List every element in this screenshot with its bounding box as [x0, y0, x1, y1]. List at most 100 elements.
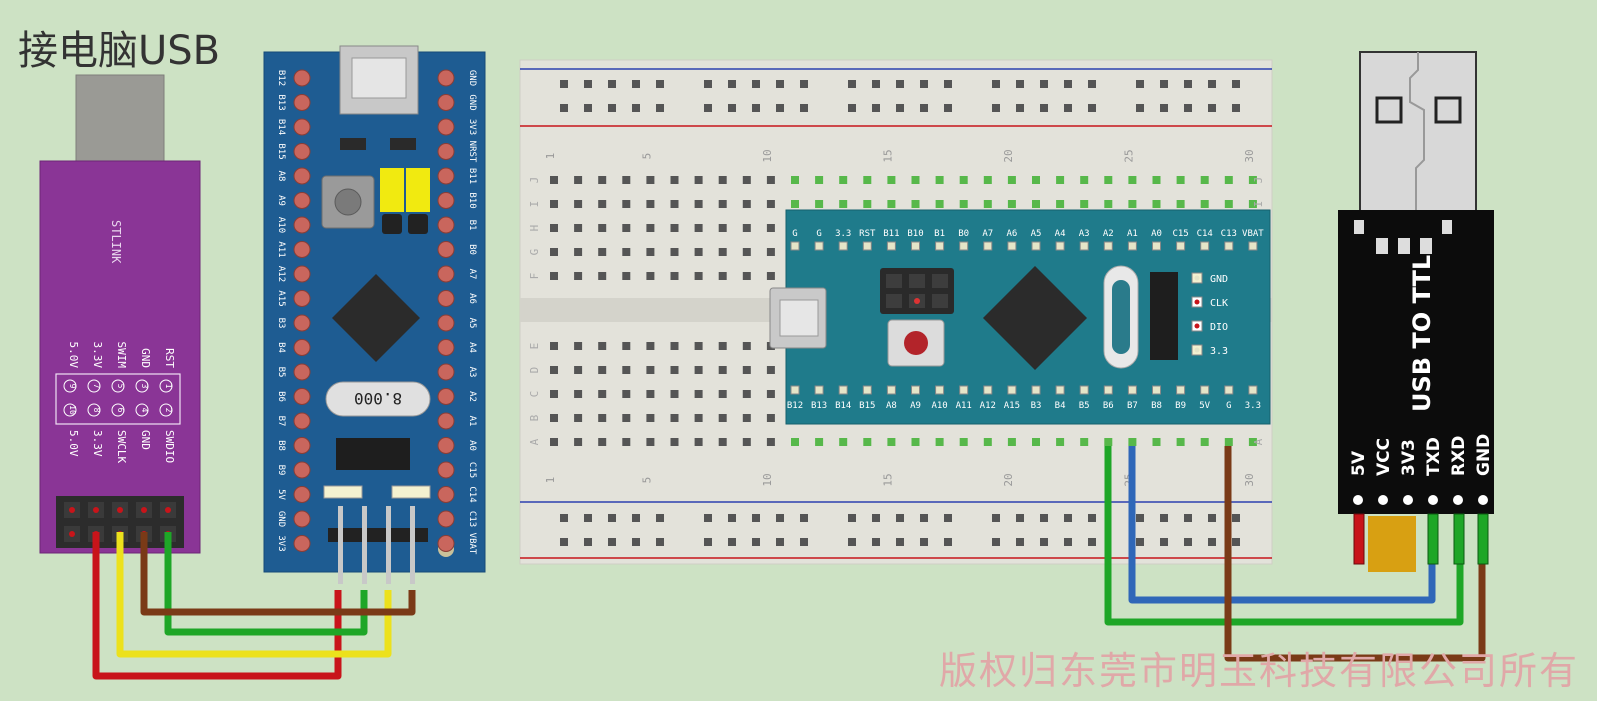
stlink-pin-number: 6	[116, 408, 125, 413]
bluepill-left-pin-label: B13	[276, 94, 286, 110]
rail-hole	[848, 538, 856, 546]
breadboard-hole	[622, 248, 631, 256]
bluepill-left-pin-label: B4	[276, 342, 286, 353]
breadboard-hole	[1248, 438, 1257, 446]
breadboard-hole	[742, 200, 751, 208]
column-number-top: 5	[640, 153, 653, 160]
breadboard-hole	[766, 224, 775, 232]
breadboard-hole	[694, 414, 703, 422]
breadboard-hole	[1056, 176, 1065, 184]
board-bottom-pin	[814, 385, 824, 395]
board-bottom-pin	[1127, 385, 1137, 395]
breadboard-hole	[574, 366, 583, 374]
board-side-pin-dot	[1194, 347, 1200, 353]
bluepill-left-pin	[293, 412, 311, 430]
board-top-pin	[1031, 241, 1041, 251]
bluepill-left-pin-label: B14	[276, 119, 286, 135]
bluepill-right-pin-label: C14	[467, 486, 477, 502]
breadboard-hole	[622, 200, 631, 208]
rail-hole	[1208, 538, 1216, 546]
board-top-pin-label: B0	[958, 229, 969, 239]
breadboard-hole	[550, 438, 558, 446]
bluepill-left-pin	[293, 118, 311, 136]
board-bottom-pin-label: B9	[1175, 401, 1186, 411]
stlink-programmer: STLINK RST1GND3SWIM53.3V75.0V92SWDIO4GND…	[39, 74, 201, 554]
board-top-pin-label: A6	[1006, 229, 1017, 239]
board-bottom-pin	[1007, 385, 1017, 395]
rail-hole	[608, 104, 616, 112]
breadboard-hole	[766, 438, 775, 446]
rail-hole	[1088, 538, 1096, 546]
bluepill-right-pin-label: B0	[467, 244, 477, 255]
rail-hole	[872, 538, 880, 546]
rail-hole	[632, 80, 640, 88]
breadboard-hole	[574, 200, 583, 208]
breadboard-hole	[550, 224, 558, 232]
breadboard-hole	[887, 176, 896, 184]
breadboard-hole	[598, 438, 607, 446]
stlink-pin-labels: RST1GND3SWIM53.3V75.0V92SWDIO4GND6SWCLK8…	[63, 342, 176, 463]
breadboard-hole	[550, 342, 558, 350]
bluepill-left-pin-label: 5V	[276, 489, 286, 500]
board-bottom-pin	[1031, 385, 1041, 395]
column-number-top: 10	[761, 149, 774, 162]
wire-yellow-stlink	[116, 532, 392, 658]
breadboard-hole	[622, 390, 631, 398]
breadboard-hole	[550, 272, 558, 280]
breadboard-hole	[598, 366, 607, 374]
rail-hole	[728, 104, 736, 112]
bluepill-right-pin	[437, 192, 455, 209]
wire-brown-ttl	[1224, 446, 1486, 662]
breadboard-hole	[550, 390, 558, 398]
breadboard-hole	[670, 176, 679, 184]
stlink-pin-label-bottom: 5.0V	[67, 430, 80, 457]
rail-hole	[608, 538, 616, 546]
bluepill-right-pin-label: B10	[467, 192, 477, 208]
board-top-pin	[1079, 241, 1089, 251]
board-bottom-pin	[935, 385, 945, 395]
breadboard-hole	[622, 438, 631, 446]
breadboard-hole	[718, 438, 727, 446]
breadboard-hole	[550, 366, 558, 374]
rail-hole	[656, 538, 664, 546]
rail-hole	[1232, 538, 1240, 546]
row-letter-left: H	[528, 225, 541, 232]
stlink-pin-label-bottom: SWDIO	[163, 430, 176, 463]
rail-hole	[944, 538, 952, 546]
column-number-bottom: 20	[1002, 473, 1015, 486]
rail-hole	[1136, 514, 1144, 522]
bluepill-crystal	[325, 381, 431, 417]
bluepill-right-pin	[437, 388, 455, 405]
breadboard-hole	[670, 366, 679, 374]
rail-hole	[1232, 80, 1240, 88]
rail-hole	[584, 80, 592, 88]
rail-hole	[992, 538, 1000, 546]
breadboard-hole	[1176, 438, 1185, 446]
rail-hole	[752, 514, 760, 522]
breadboard-hole	[598, 224, 607, 232]
rail-hole	[560, 538, 568, 546]
boot1-jumper	[406, 168, 430, 212]
breadboard-hole	[1152, 438, 1161, 446]
stlink-pin-circle	[111, 403, 125, 417]
rail-hole	[776, 80, 784, 88]
row-letter-right: A	[1252, 438, 1265, 445]
rail-hole	[896, 80, 904, 88]
rail-hole	[656, 80, 664, 88]
board-bottom-pin-label: 3.3	[1245, 401, 1261, 411]
bluepill-left-pin-label: A15	[276, 290, 286, 306]
rail-hole	[992, 514, 1000, 522]
rail-hole	[920, 104, 928, 112]
board-top-pin	[862, 241, 872, 251]
rail-hole	[1064, 104, 1072, 112]
usbttl-pin	[1353, 495, 1363, 505]
breadboard-hole	[718, 366, 727, 374]
board-bottom-pin-label: A11	[956, 401, 972, 411]
rail-hole	[1016, 514, 1024, 522]
rail-hole	[1232, 514, 1240, 522]
breadboard-hole	[598, 272, 607, 280]
breadboard-hole	[863, 438, 872, 446]
breadboard-hole	[646, 366, 655, 374]
rail-hole	[584, 104, 592, 112]
